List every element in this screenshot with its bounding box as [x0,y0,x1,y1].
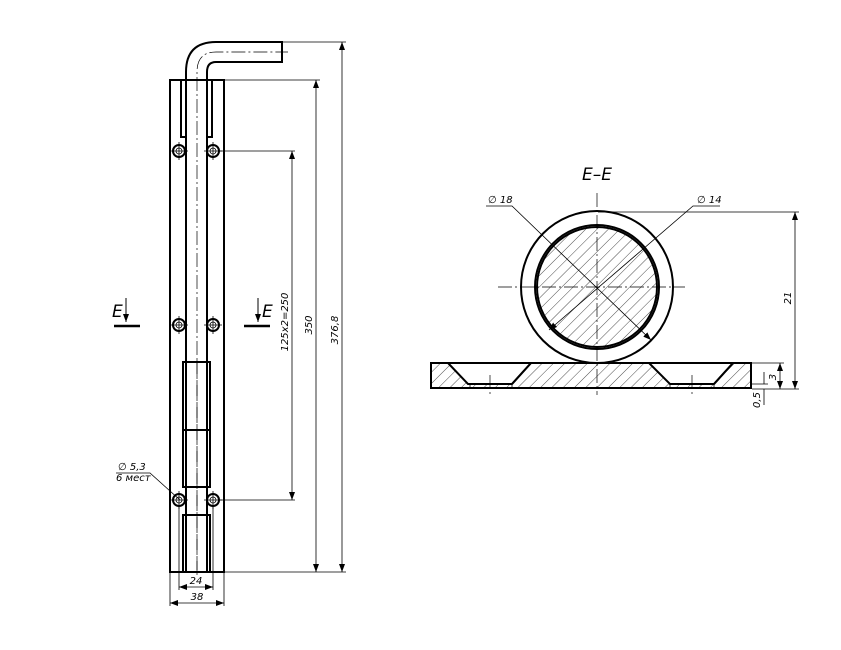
dim-plate-thickness-text: 3 [768,374,779,380]
hole-leader [116,472,181,501]
dim-section-height-text: 21 [783,292,794,305]
front-view: 376,8 350 125x2=250 24 38 ∅ 5,3 6 мест E… [112,41,346,606]
hinge-knuckle-middle [182,429,211,488]
hinge-knuckle-upper [182,361,211,431]
plate-section-outline [430,362,752,389]
dim-overall-height-text: 376,8 [330,316,341,345]
hole-diameter-label: ∅ 5,3 [118,462,146,473]
dia14-text: ∅ 14 [697,195,722,206]
dim-recess-depth-text: 0,5 [752,392,763,408]
plate-section-hatch [431,363,751,388]
section-title: E–E [582,165,612,185]
hole-count-label: 6 мест [116,473,152,484]
dia18-text: ∅ 18 [488,195,513,206]
section-marker-right: E [244,298,273,328]
svg-text:E: E [262,302,273,322]
dim-plate-width-text: 38 [191,592,204,603]
dim-hole-spacing-text: 24 [190,576,203,587]
mounting-holes [170,142,222,509]
dia14-leader [548,205,720,331]
section-view: E–E ∅ 18 ∅ 14 21 3 0,5 [430,165,799,408]
hinge-knuckle-lower [182,514,211,573]
top-slots [180,80,213,138]
dia18-leader [486,205,652,341]
rod-centerline [196,51,288,575]
dim-plate-height-text: 350 [304,315,315,334]
section-marker-left: E [112,298,140,328]
dim-hole-pitch-text: 125x2=250 [280,293,291,352]
svg-text:E: E [112,302,123,322]
